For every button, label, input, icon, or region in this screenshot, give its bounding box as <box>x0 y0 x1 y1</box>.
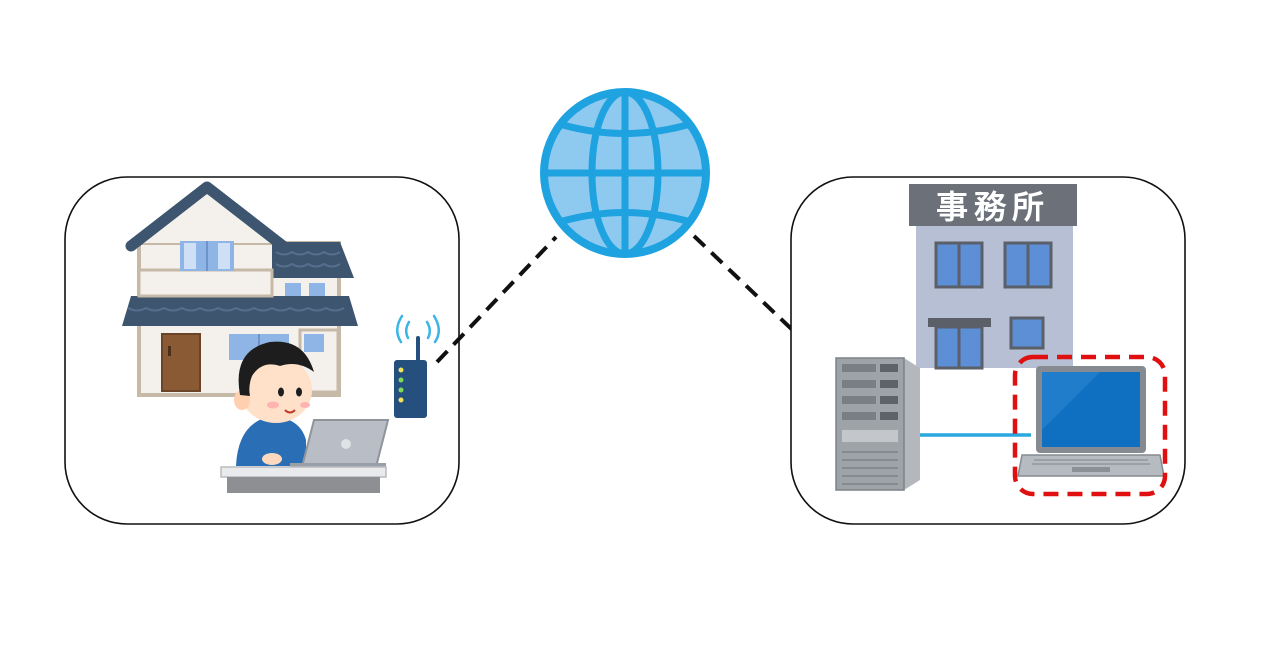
remote-worker-icon <box>234 341 314 466</box>
home-panel <box>64 176 460 525</box>
office-panel: 事務所 <box>790 176 1186 525</box>
globe-icon <box>540 88 710 258</box>
home-to-internet-link <box>435 235 558 364</box>
server-tower-icon <box>835 357 920 491</box>
wifi-router-icon <box>394 314 440 418</box>
desk <box>220 466 387 493</box>
office-pc-highlight-box <box>1012 354 1168 497</box>
office-building-icon: 事務所 <box>909 184 1077 370</box>
office-sign-label: 事務所 <box>936 188 1050 226</box>
office-laptop-icon <box>1017 366 1165 477</box>
